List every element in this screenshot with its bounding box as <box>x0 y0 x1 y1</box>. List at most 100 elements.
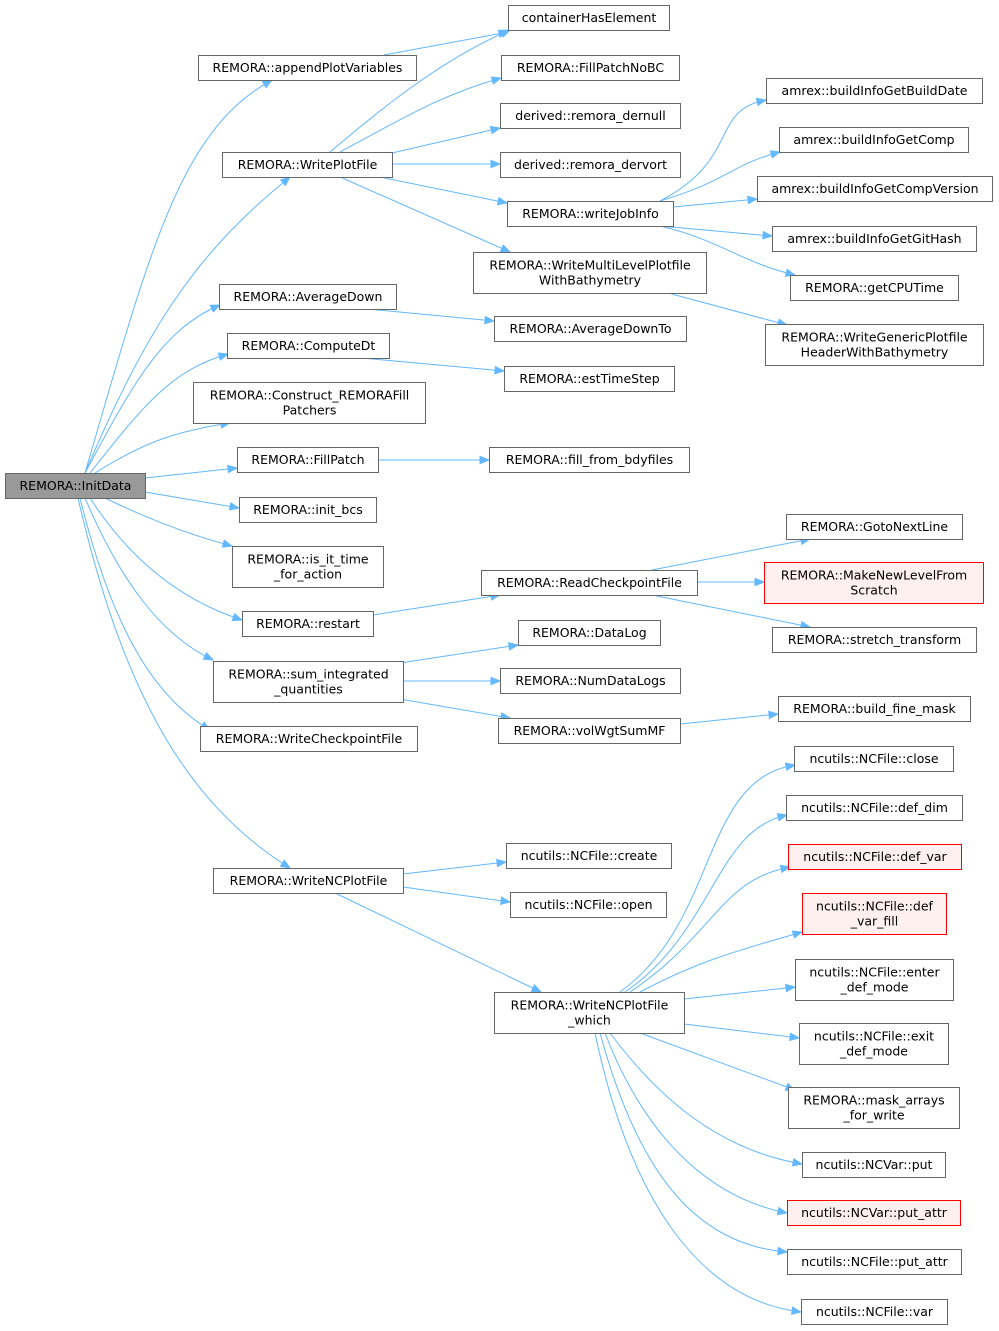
node-volwgt[interactable]: REMORA::volWgtSumMF <box>498 718 681 744</box>
edge-arrowhead <box>754 577 766 587</box>
node-box <box>200 726 418 752</box>
node-nccreate[interactable]: ncutils::NCFile::create <box>506 843 672 869</box>
node-fillpatch[interactable]: REMORA::FillPatch <box>237 447 379 473</box>
node-box <box>500 103 681 129</box>
node-sumint[interactable]: REMORA::sum_integrated_quantities <box>213 661 404 703</box>
node-label: REMORA::build_fine_mask <box>793 701 956 716</box>
node-computedt[interactable]: REMORA::ComputeDt <box>227 333 390 359</box>
node-fillbdy[interactable]: REMORA::fill_from_bdyfiles <box>489 447 690 473</box>
edge-writencwhich-to-maskarrays <box>639 1032 797 1091</box>
node-ncdefvar[interactable]: ncutils::NCFile::def_var <box>788 844 962 870</box>
node-gotonext[interactable]: REMORA::GotoNextLine <box>786 514 963 540</box>
node-ncexit[interactable]: ncutils::NCFile::exit_def_mode <box>799 1023 949 1065</box>
edge-arrowhead <box>496 196 509 206</box>
edge-line <box>402 886 511 903</box>
edge-line <box>94 422 231 474</box>
node-buildfine[interactable]: REMORA::build_fine_mask <box>778 696 971 722</box>
node-averagedown[interactable]: REMORA::AverageDown <box>219 284 397 310</box>
node-box <box>802 893 947 935</box>
node-box <box>794 746 954 772</box>
node-box <box>219 284 397 310</box>
edge-arrowhead <box>479 455 491 465</box>
node-writenc[interactable]: REMORA::WriteNCPlotFile <box>213 868 404 894</box>
node-ncfileputattr[interactable]: ncutils::NCFile::put_attr <box>787 1249 962 1275</box>
node-box <box>510 892 667 918</box>
node-box <box>802 1152 946 1178</box>
node-label: amrex::buildInfoGetGitHash <box>787 231 961 246</box>
node-label: REMORA::AverageDown <box>234 289 383 304</box>
node-box <box>5 473 146 499</box>
node-ncclose[interactable]: ncutils::NCFile::close <box>794 746 954 772</box>
node-stretch[interactable]: REMORA::stretch_transform <box>772 627 977 653</box>
node-esttime[interactable]: REMORA::estTimeStep <box>504 366 675 392</box>
edge-arrowhead <box>489 125 502 135</box>
edge-initdata-to-writecheck <box>79 497 212 731</box>
node-writemulti[interactable]: REMORA::WriteMultiLevelPlotfileWithBathy… <box>473 252 707 294</box>
node-initbcs[interactable]: REMORA::init_bcs <box>239 497 377 523</box>
node-box <box>489 447 690 473</box>
edge-line <box>629 866 791 993</box>
node-readcheck[interactable]: REMORA::ReadCheckpointFile <box>481 570 698 596</box>
node-box <box>242 611 374 637</box>
node-getcpu[interactable]: REMORA::getCPUTime <box>790 275 959 301</box>
node-numdatalogs[interactable]: REMORA::NumDataLogs <box>500 668 681 694</box>
edge-arrowhead <box>490 676 502 686</box>
node-label: amrex::buildInfoGetBuildDate <box>782 83 968 98</box>
edge-arrowhead <box>791 930 804 939</box>
node-appendplot[interactable]: REMORA::appendPlotVariables <box>198 55 417 81</box>
edge-initdata-to-construct <box>94 420 232 474</box>
node-label: ncutils::NCFile::def <box>816 899 934 914</box>
node-box <box>518 620 661 646</box>
node-box <box>766 78 983 104</box>
node-istime[interactable]: REMORA::is_it_time_for_action <box>232 546 384 588</box>
edge-writencwhich-to-ncdefdim <box>624 813 789 993</box>
node-dervort[interactable]: derived::remora_dervort <box>500 152 681 178</box>
node-ncfilevar[interactable]: ncutils::NCFile::var <box>801 1299 948 1325</box>
edge-writencwhich-to-ncvarput <box>609 1032 804 1167</box>
node-ncdefdim[interactable]: ncutils::NCFile::def_dim <box>786 795 963 821</box>
node-box <box>764 562 984 604</box>
node-box <box>772 226 977 252</box>
node-datalog[interactable]: REMORA::DataLog <box>518 620 661 646</box>
node-builddate[interactable]: amrex::buildInfoGetBuildDate <box>766 78 983 104</box>
edge-arrowhead <box>777 1246 789 1256</box>
edge-writencwhich-to-ncfilevar <box>594 1032 803 1316</box>
node-label: REMORA::is_it_time <box>247 552 369 567</box>
node-container[interactable]: containerHasElement <box>508 5 670 31</box>
node-label: REMORA::MakeNewLevelFrom <box>781 568 967 583</box>
node-box <box>239 497 377 523</box>
node-fillpatchnobc[interactable]: REMORA::FillPatchNoBC <box>501 55 680 81</box>
edge-initdata-to-averagedown <box>84 304 222 474</box>
node-buildgit[interactable]: amrex::buildInfoGetGitHash <box>772 226 977 252</box>
node-writecheck[interactable]: REMORA::WriteCheckpointFile <box>200 726 418 752</box>
node-ncopen[interactable]: ncutils::NCFile::open <box>510 892 667 918</box>
node-label: Patchers <box>283 403 337 418</box>
node-ncenter[interactable]: ncutils::NCFile::enter_def_mode <box>795 959 954 1001</box>
node-dernull[interactable]: derived::remora_dernull <box>500 103 681 129</box>
node-writeplot[interactable]: REMORA::WritePlotFile <box>222 152 393 178</box>
node-ncdefvarfill[interactable]: ncutils::NCFile::def_var_fill <box>802 893 947 935</box>
node-label: REMORA::ReadCheckpointFile <box>497 575 682 590</box>
node-writegeneric[interactable]: REMORA::WriteGenericPlotfileHeaderWithBa… <box>765 324 984 366</box>
node-label: amrex::buildInfoGetCompVersion <box>771 181 978 196</box>
node-writejob[interactable]: REMORA::writeJobInfo <box>507 201 674 227</box>
node-label: REMORA::WritePlotFile <box>238 157 378 172</box>
node-buildcompver[interactable]: amrex::buildInfoGetCompVersion <box>757 176 993 202</box>
node-label: REMORA::estTimeStep <box>519 371 659 386</box>
node-averagedownto[interactable]: REMORA::AverageDownTo <box>494 316 687 342</box>
edge-line <box>679 713 779 725</box>
node-ncvarputattr[interactable]: ncutils::NCVar::put_attr <box>787 1200 961 1226</box>
edge-arrowhead <box>484 315 496 325</box>
node-buildcomp[interactable]: amrex::buildInfoGetComp <box>779 127 969 153</box>
edge-line <box>672 198 758 208</box>
node-ncvarput[interactable]: ncutils::NCVar::put <box>802 1152 946 1178</box>
node-maskarrays[interactable]: REMORA::mask_arrays_for_write <box>788 1087 960 1129</box>
node-restart[interactable]: REMORA::restart <box>242 611 374 637</box>
node-writencwhich[interactable]: REMORA::WriteNCPlotFile_which <box>494 992 685 1034</box>
node-initdata[interactable]: REMORA::InitData <box>5 473 146 499</box>
node-label: ncutils::NCFile::close <box>809 751 938 766</box>
node-label: REMORA::Construct_REMORAFill <box>210 388 410 403</box>
